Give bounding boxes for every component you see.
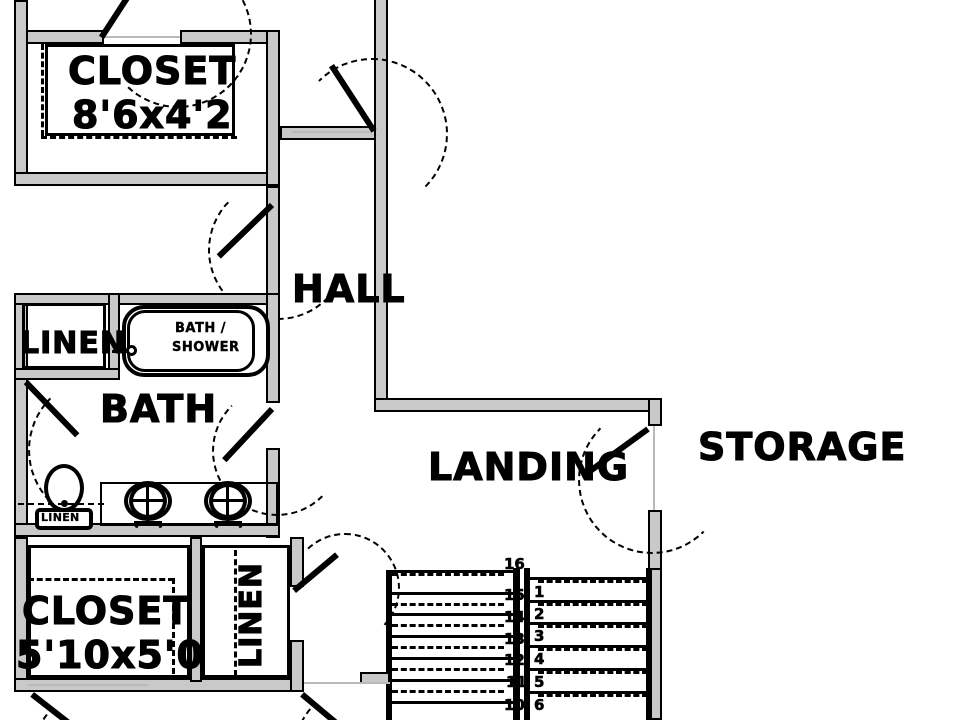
wall-closet-bottom <box>14 172 280 186</box>
closet-upper-dimensions: 8'6x4'2 <box>71 93 233 137</box>
toilet-clearance-line <box>18 503 104 505</box>
wall-linen-lower-left <box>190 537 202 682</box>
stair-tread-right <box>530 645 648 648</box>
stair-nosing-left <box>392 603 504 606</box>
stair-tread-left <box>392 635 518 638</box>
closet-lower-outline <box>28 545 190 678</box>
linen-lower-shelf <box>234 550 237 676</box>
stair-nosing-left <box>392 624 504 627</box>
stair-nosing-left <box>392 668 504 671</box>
stair-number-right-3: 3 <box>534 627 545 645</box>
stair-number-right-6: 6 <box>534 696 545 714</box>
sink-2-cross-vertical <box>226 485 229 517</box>
stair-nosing-left <box>392 646 504 649</box>
closet-lower-dimensions: 5'10x5'0 <box>15 633 204 677</box>
storage-label: STORAGE <box>697 425 907 469</box>
linen-upper-outline <box>22 303 106 369</box>
stair-number-left-3: 14 <box>504 608 525 626</box>
stair-nosing-left <box>392 690 504 693</box>
stair-tread-right <box>530 691 648 694</box>
stair-nosing-right <box>538 580 648 583</box>
stair-tread-left <box>392 679 518 682</box>
wall-exterior-left-upper <box>14 0 28 186</box>
closet-lower-name: CLOSET <box>21 589 191 633</box>
closet-upper-shelf-outline <box>45 44 235 136</box>
wall-stair-right-exterior <box>650 568 662 720</box>
stair-tread-left <box>392 701 518 704</box>
stair-nosing-right <box>538 625 648 628</box>
stair-right-flight-right-rail <box>646 568 650 720</box>
sink-1-cross-vertical <box>146 485 149 517</box>
stair-tread-left <box>392 613 518 616</box>
closet-upper-rod-left <box>41 44 44 136</box>
linen-lower-outline <box>202 545 290 678</box>
stair-nosing-left <box>392 573 504 576</box>
stair-number-right-1: 1 <box>534 583 545 601</box>
door-arc-bedroom-upper <box>296 58 448 210</box>
hairline-lower-right-sill <box>304 682 390 684</box>
sink-2-faucet-bar <box>214 521 242 525</box>
stair-tread-right <box>530 622 648 625</box>
hairline-lower-left-sill <box>28 684 148 686</box>
door-arc-landing <box>578 406 726 554</box>
stair-number-right-5: 5 <box>534 673 545 691</box>
sink-1-faucet-stem <box>146 515 149 525</box>
stair-tread-right <box>530 600 648 603</box>
stair-tread-right <box>530 668 648 671</box>
stair-number-left-4: 13 <box>504 630 525 648</box>
stair-number-left-6: 11 <box>506 673 527 691</box>
stair-number-right-4: 4 <box>534 650 545 668</box>
stair-right-flight-left-rail <box>524 568 530 720</box>
tub-label-line2: SHOWER <box>172 340 240 355</box>
stair-number-left-2: 15 <box>504 586 525 604</box>
linen-lower-label: LINEN <box>233 561 269 668</box>
stair-nosing-right <box>538 603 648 606</box>
stair-number-left-5: 12 <box>504 651 525 669</box>
door-arc-linen-lower <box>290 533 400 643</box>
tub-faucet-stem <box>112 350 130 353</box>
stair-center-rail <box>513 568 520 720</box>
wall-landing-top <box>374 398 662 412</box>
tub-faucet-knob <box>126 345 137 356</box>
stair-tread-left <box>392 657 518 660</box>
stair-tread-left <box>392 570 518 573</box>
wall-closet-right <box>266 30 280 186</box>
closet-lower-rod-top <box>28 578 174 581</box>
stair-nosing-right <box>538 694 648 697</box>
sink-2-faucet-stem <box>226 515 229 525</box>
linen-upper-label: LINEN <box>19 326 126 361</box>
landing-label: LANDING <box>427 445 630 489</box>
door-arc-linen-upper <box>28 376 176 524</box>
stair-tread-left <box>392 592 518 595</box>
tub-label-line1: BATH / <box>175 321 226 336</box>
bathtub-inner-basin <box>127 310 255 372</box>
vanity-linen-label: LINEN <box>41 511 80 524</box>
door-arc-bedroom-lower-left <box>34 690 154 720</box>
toilet-tank-icon <box>35 508 93 530</box>
stair-nosing-right <box>538 671 648 674</box>
stair-tread-right <box>530 577 648 580</box>
stair-left-outer-rail <box>386 570 392 720</box>
wall-linen-lower-right-bottom <box>290 640 304 692</box>
stair-number-left-7: 10 <box>504 696 525 714</box>
closet-upper-name: CLOSET <box>67 49 237 93</box>
hall-label: HALL <box>291 267 406 311</box>
bath-label: BATH <box>99 387 218 431</box>
stair-number-right-2: 2 <box>534 605 545 623</box>
sink-1-faucet-bar <box>134 521 162 525</box>
closet-lower-rod-right <box>172 578 175 674</box>
closet-upper-rod-bottom <box>41 136 237 139</box>
stair-nosing-right <box>538 648 648 651</box>
stair-number-left-1: 16 <box>504 555 525 573</box>
